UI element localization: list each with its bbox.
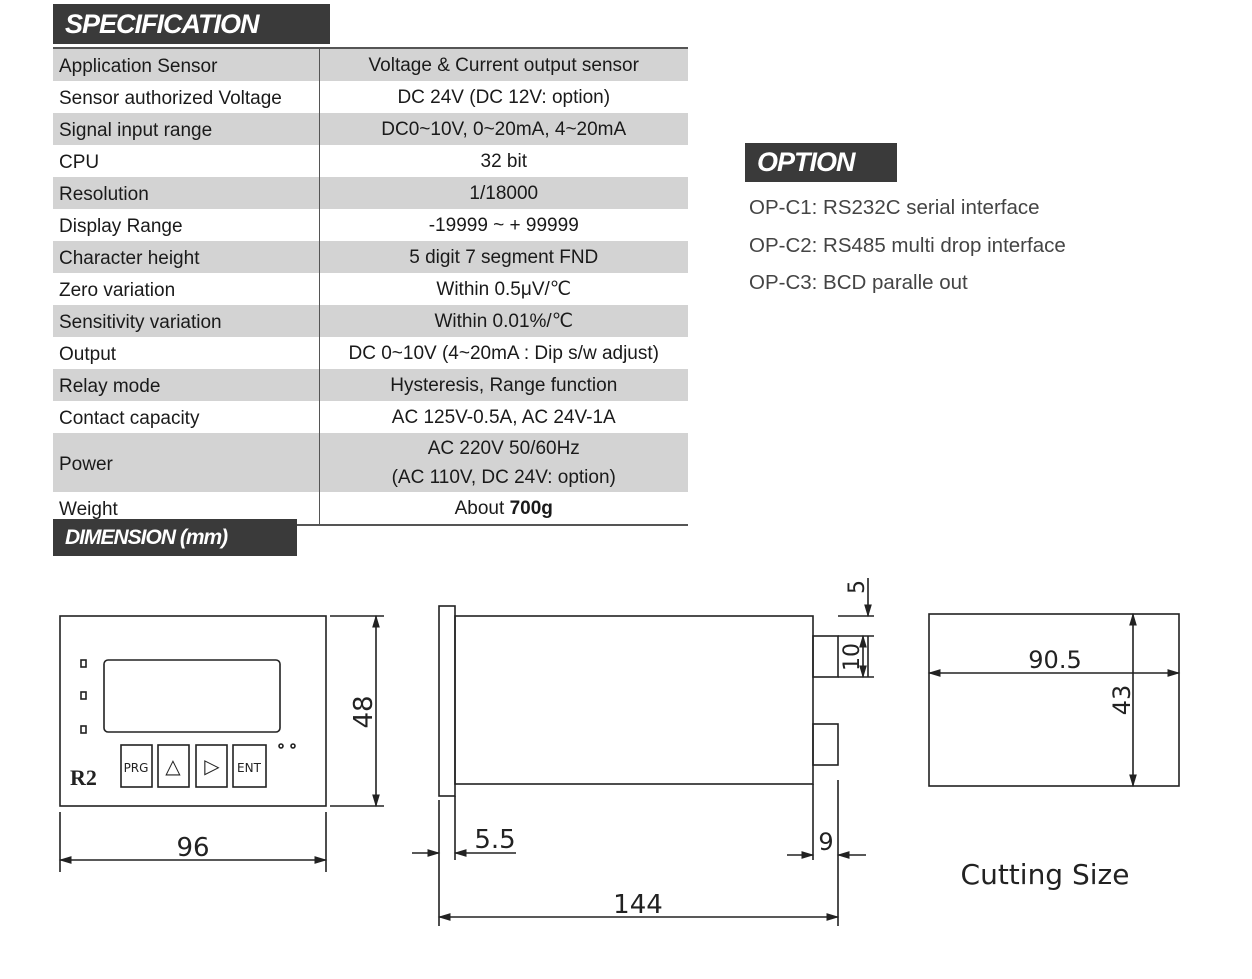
spec-label: Output xyxy=(53,337,320,369)
spec-row: Sensor authorized Voltage DC 24V (DC 12V:… xyxy=(53,81,688,113)
spec-value-line: AC 220V 50/60Hz xyxy=(427,437,580,459)
spec-value: AC 125V-0.5A, AC 24V-1A xyxy=(391,406,616,428)
spec-label: Character height xyxy=(53,241,320,273)
spec-row: CPU 32 bit xyxy=(53,145,688,177)
spec-label: Sensor authorized Voltage xyxy=(53,81,320,113)
option-list: OP-C1: RS232C serial interface OP-C2: RS… xyxy=(749,194,1066,307)
prg-key-label: PRG xyxy=(124,761,149,775)
spec-value-prefix: About xyxy=(454,497,510,519)
spec-value: DC 0~10V (4~20mA : Dip s/w adjust) xyxy=(348,342,659,364)
up-key-label: △ xyxy=(165,754,181,778)
option-item: OP-C3: BCD paralle out xyxy=(749,271,968,294)
front-height-label: 48 xyxy=(349,695,379,728)
indicator-led xyxy=(80,691,87,700)
front-view xyxy=(58,614,384,872)
bezel-label: 5.5 xyxy=(474,825,515,855)
indicator-dot xyxy=(290,743,296,749)
right-key-label: ▷ xyxy=(204,754,220,778)
spec-value: 32 bit xyxy=(480,150,527,172)
spec-label: Resolution xyxy=(53,177,320,209)
front-panel-outline xyxy=(59,615,327,807)
spec-label: Display Range xyxy=(53,209,320,241)
spec-label: Relay mode xyxy=(53,369,320,401)
depth-label: 144 xyxy=(613,890,663,920)
indicator-dot xyxy=(278,743,284,749)
up-key xyxy=(157,744,190,788)
option-item: OP-C1: RS232C serial interface xyxy=(749,196,1040,219)
spec-label: Signal input range xyxy=(53,113,320,145)
cutout-height-label: 43 xyxy=(1108,685,1136,716)
cutout-width-label: 90.5 xyxy=(1028,646,1081,674)
ent-key-label: ENT xyxy=(237,761,262,775)
spec-value: 5 digit 7 segment FND xyxy=(319,241,688,273)
spec-label: Zero variation xyxy=(53,273,320,305)
connector-label: 10 xyxy=(840,643,865,671)
specification-title: SPECIFICATION xyxy=(65,8,260,39)
cutout-view xyxy=(927,612,1181,788)
spec-label: Contact capacity xyxy=(53,401,320,433)
dimension-header: DIMENSION (mm) xyxy=(53,519,297,556)
spec-value: About 700g xyxy=(319,492,688,525)
side-view xyxy=(412,578,874,926)
lower-connector xyxy=(812,723,839,766)
spec-value: Within 0.5μV/℃ xyxy=(436,278,572,300)
top-offset-label: 5 xyxy=(845,580,870,594)
spec-label: CPU xyxy=(53,145,320,177)
spec-value: 1/18000 xyxy=(319,177,688,209)
spec-value: -19999 ~ + 99999 xyxy=(428,214,579,236)
dimension-title: DIMENSION (mm) xyxy=(65,525,228,549)
spec-label: Sensitivity variation xyxy=(53,305,320,337)
spec-row: Output DC 0~10V (4~20mA : Dip s/w adjust) xyxy=(53,337,688,369)
cutting-size-caption: Cutting Size xyxy=(961,858,1130,891)
dimension-drawing: R2 PRG △ ▷ ENT 96 48 5 10 5.5 9 144 90.5… xyxy=(58,578,1181,926)
display-window xyxy=(103,659,281,733)
upper-connector xyxy=(812,635,839,678)
spec-value: Hysteresis, Range function xyxy=(319,369,688,401)
spec-row: Power AC 220V 50/60Hz (AC 110V, DC 24V: op… xyxy=(53,433,688,492)
ent-key xyxy=(232,744,267,788)
bezel xyxy=(438,605,456,797)
spec-row: Contact capacity AC 125V-0.5A, AC 24V-1A xyxy=(53,401,688,433)
spec-value: AC 220V 50/60Hz (AC 110V, DC 24V: option) xyxy=(319,433,688,492)
indicator-led xyxy=(80,659,87,668)
option-item: OP-C2: RS485 multi drop interface xyxy=(749,233,1066,257)
spec-value: DC 24V (DC 12V: option) xyxy=(397,86,611,108)
option-title: OPTION xyxy=(757,147,856,177)
rear-label: 9 xyxy=(818,828,833,856)
specification-header: SPECIFICATION xyxy=(53,4,330,44)
prg-key xyxy=(120,744,153,788)
brand-logo: R2 xyxy=(70,765,97,790)
spec-value: Voltage & Current output sensor xyxy=(319,48,688,81)
option-header: OPTION xyxy=(745,143,897,182)
spec-value: DC0~10V, 0~20mA, 4~20mA xyxy=(319,113,688,145)
spec-value-bold: 700g xyxy=(509,497,553,519)
spec-label: Application Sensor xyxy=(53,48,320,81)
indicator-led xyxy=(80,725,87,734)
front-width-label: 96 xyxy=(176,833,209,863)
cutout-outline xyxy=(928,613,1180,787)
spec-value: Within 0.01%/℃ xyxy=(319,305,688,337)
spec-label: Power xyxy=(53,433,320,492)
spec-row: Display Range -19999 ~ + 99999 xyxy=(53,209,688,241)
spec-value-line: (AC 110V, DC 24V: option) xyxy=(391,466,616,488)
housing xyxy=(454,615,814,785)
spec-row: Zero variation Within 0.5μV/℃ xyxy=(53,273,688,305)
right-key xyxy=(195,744,228,788)
